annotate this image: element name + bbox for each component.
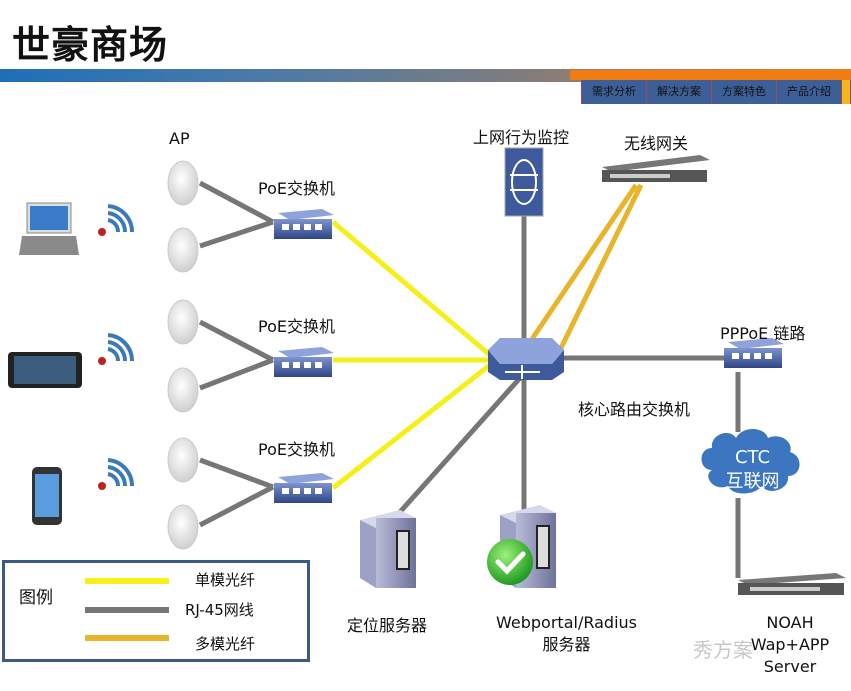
link-core-gateway-2 (557, 183, 644, 352)
location-server-icon (360, 510, 416, 588)
link-ap1-poe1 (198, 180, 275, 225)
ap-label: AP (169, 129, 190, 148)
wireless-gateway-label: 无线网关 (624, 134, 689, 153)
link-poe1-core (331, 220, 492, 357)
poe-switch-icon (274, 347, 334, 377)
link-ap3-poe2 (198, 319, 275, 363)
link-poe3-core (331, 363, 492, 490)
core-switch-label: 核心路由交换机 (578, 400, 691, 419)
access-point-icon (167, 367, 199, 413)
multi-mode-fiber-links (525, 183, 644, 352)
pppoe-link-label: PPPoE 链路 (720, 324, 806, 343)
page-title: 世豪商场 (12, 23, 169, 67)
webportal-label-line2: 服务器 (542, 635, 591, 654)
webportal-label-line1: Webportal/Radius (496, 613, 637, 632)
legend-title: 图例 (19, 588, 53, 608)
legend-label-rj45: RJ-45网线 (185, 601, 254, 619)
rj45-links (198, 180, 741, 578)
single-mode-fiber-links (331, 220, 492, 490)
access-point-icon (167, 504, 199, 550)
legend-swatch-multi-mode (85, 635, 169, 641)
legend-label-multi-mode: 多模光纤 (195, 635, 256, 653)
location-server-label: 定位服务器 (347, 616, 428, 635)
noah-label-line3: Server (763, 657, 817, 676)
core-switch-icon (488, 338, 564, 380)
poe-switch-icon (274, 473, 334, 503)
check-icon (487, 539, 533, 585)
laptop-icon (19, 202, 79, 255)
access-point-icon (167, 227, 199, 273)
wireless-gateway-icon (602, 155, 710, 182)
noah-label-line2: Wap+APP (750, 635, 830, 654)
noah-label-line1: NOAH (766, 613, 814, 632)
cloud-label-line2: 互联网 (725, 471, 780, 492)
pppoe-switch-icon (724, 338, 784, 368)
tab-products[interactable]: 产品介绍 (776, 80, 842, 104)
cloud-label: CTC 互联网 (705, 446, 800, 494)
access-point-icon (167, 160, 199, 206)
link-ap2-poe1 (199, 219, 274, 249)
link-core-locserver (398, 376, 522, 514)
webportal-server-label: Webportal/Radius 服务器 (484, 612, 649, 656)
poe-switch-label-1: PoE交换机 (258, 179, 335, 198)
tablet-icon (8, 352, 82, 388)
access-point-icon (167, 437, 199, 483)
wifi-icon (98, 458, 135, 490)
legend: 图例 单模光纤 RJ-45网线 多模光纤 (2, 560, 310, 662)
link-ap6-poe3 (198, 484, 275, 528)
tab-features[interactable]: 方案特色 (711, 80, 777, 104)
access-point-icon (167, 299, 199, 345)
noah-server-icon (738, 573, 846, 595)
tab-requirements[interactable]: 需求分析 (581, 80, 647, 104)
cloud-label-line1: CTC (734, 447, 771, 468)
wifi-icon (98, 333, 135, 365)
internet-cloud-icon (701, 429, 800, 494)
poe-switch-label-2: PoE交换机 (258, 317, 335, 336)
legend-swatch-rj45 (85, 607, 169, 613)
poe-switch-label-3: PoE交换机 (258, 440, 335, 459)
header-orange-strip (570, 70, 851, 80)
watermark: 秀方案 (693, 638, 753, 662)
link-ap4-poe2 (199, 357, 274, 391)
smartphone-icon (32, 467, 62, 525)
legend-swatch-single-mode (85, 578, 169, 584)
link-ap5-poe3 (199, 457, 274, 490)
behavior-monitor-label: 上网行为监控 (473, 128, 570, 147)
nav-tabs: 需求分析 解决方案 方案特色 产品介绍 (581, 80, 851, 104)
link-core-gateway-1 (525, 183, 639, 347)
legend-label-single-mode: 单模光纤 (195, 571, 256, 589)
poe-switch-icon (274, 209, 334, 239)
behavior-monitor-icon (504, 147, 544, 217)
noah-server-label: NOAH Wap+APP Server (740, 612, 840, 678)
wifi-icon (98, 204, 135, 236)
